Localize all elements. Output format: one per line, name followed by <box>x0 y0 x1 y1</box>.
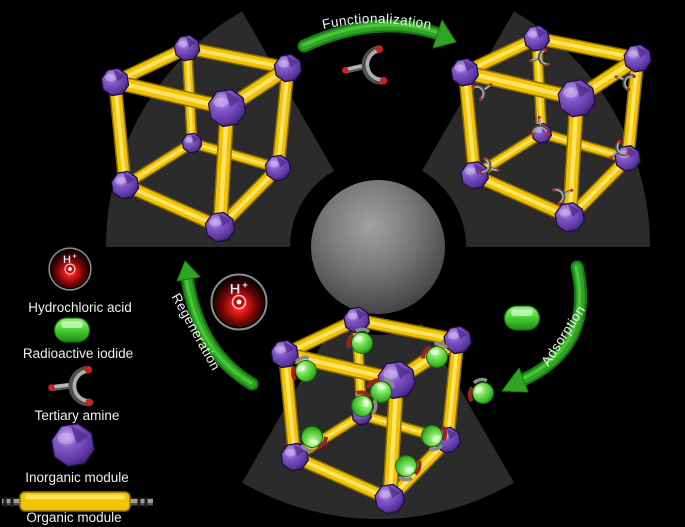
radioactive-iodide-icon <box>464 375 498 409</box>
legend-item-organic-module: Organic module <box>2 491 153 525</box>
inorganic-module-icon <box>50 423 96 467</box>
legend-item-inorganic-module: Inorganic module <box>25 423 129 485</box>
legend-label-organic-module: Organic module <box>26 510 121 525</box>
functionalization-label: Functionalization <box>321 11 433 32</box>
hydrochloric-acid-molecule: H + <box>210 273 268 331</box>
tertiary-amine-molecule <box>340 45 388 89</box>
legend: H + Hydrochloric acid Radioactive iodide… <box>2 247 153 525</box>
arrowhead-up-icon <box>176 260 201 282</box>
arrowhead-right-icon <box>432 19 457 49</box>
legend-item-radioactive-iodide: Radioactive iodide <box>23 317 133 361</box>
hplus-charge: + <box>72 251 76 260</box>
arrowhead-down-left-icon <box>501 367 529 393</box>
functionalization-label-text: Functionalization <box>321 11 433 32</box>
organic-module-icon <box>2 491 153 512</box>
legend-item-tertiary-amine: Tertiary amine <box>35 366 120 423</box>
cage-pristine <box>100 34 303 243</box>
arrow-functionalization: Functionalization <box>297 11 457 53</box>
hplus-charge: + <box>242 280 248 291</box>
legend-label-hydrochloric-acid: Hydrochloric acid <box>28 300 132 315</box>
radioactive-iodide-molecule <box>503 305 541 331</box>
hydrochloric-acid-icon: H + <box>48 247 92 291</box>
legend-label-tertiary-amine: Tertiary amine <box>35 408 120 423</box>
cage-iodide-loaded <box>270 306 472 515</box>
legend-label-radioactive-iodide: Radioactive iodide <box>23 346 133 361</box>
hplus-symbol: H <box>63 254 71 266</box>
hplus-symbol: H <box>230 281 241 298</box>
legend-item-hydrochloric-acid: H + Hydrochloric acid <box>28 247 132 315</box>
tertiary-amine-icon <box>48 366 93 406</box>
cage-functionalized <box>450 25 652 233</box>
radioactive-iodide-icon <box>53 317 91 343</box>
radiation-center-sphere <box>311 180 445 314</box>
legend-label-inorganic-module: Inorganic module <box>25 470 129 485</box>
